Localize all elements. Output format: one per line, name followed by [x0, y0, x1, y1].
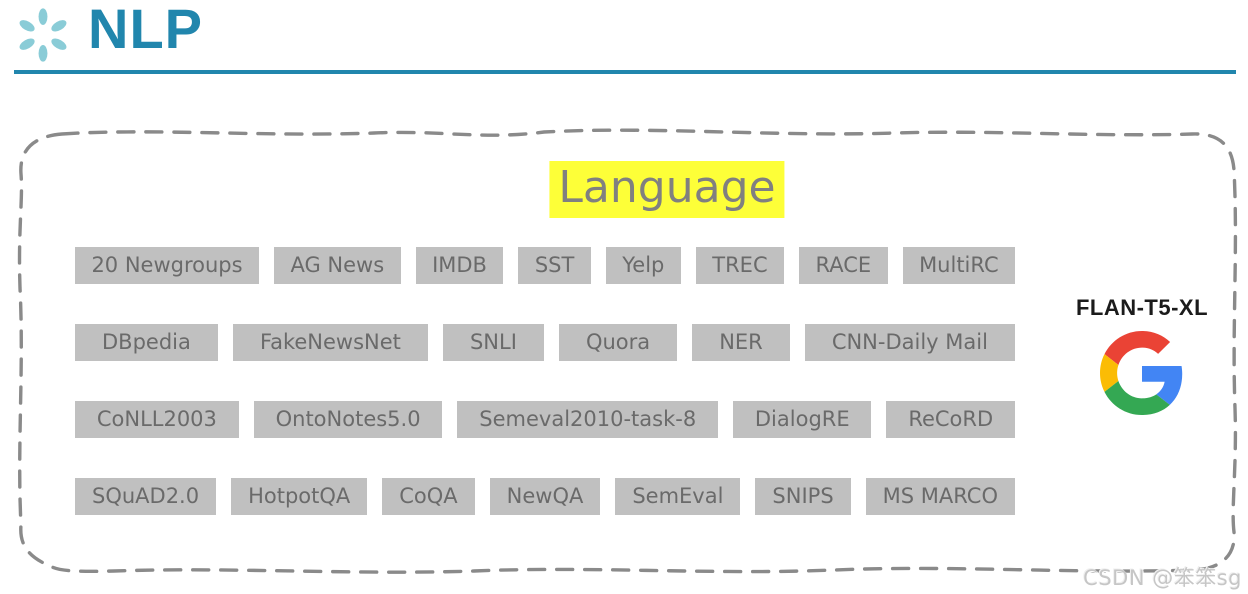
- dataset-tag-row: CoNLL2003 OntoNotes5.0 Semeval2010-task-8 D…: [75, 401, 1016, 438]
- dataset-tag: NewQA: [489, 478, 601, 515]
- panel-title-wrap: Language: [549, 161, 785, 218]
- dataset-tag: RACE: [799, 247, 888, 284]
- dataset-tag: NER: [692, 324, 790, 361]
- dataset-tag: SNLI: [442, 324, 544, 361]
- sparkle-spinner-icon: [19, 8, 67, 62]
- dataset-tag: 20 Newgroups: [75, 247, 260, 284]
- dataset-tag: CoQA: [382, 478, 475, 515]
- panel-title: Language: [549, 161, 785, 218]
- dataset-tag: SNIPS: [755, 478, 851, 515]
- dataset-tag: MS MARCO: [865, 478, 1015, 515]
- dataset-tag: FakeNewsNet: [232, 324, 428, 361]
- dataset-tag: CNN-Daily Mail: [804, 324, 1015, 361]
- dataset-tag: OntoNotes5.0: [253, 401, 443, 438]
- dataset-tag: Semeval2010-task-8: [457, 401, 719, 438]
- dataset-tag-row: 20 Newgroups AG News IMDB SST Yelp TREC RACE Mu…: [75, 247, 1016, 284]
- google-g-logo-icon: [1100, 331, 1183, 415]
- language-panel: Language 20 Newgroups AG News IMDB SST Yelp T…: [14, 128, 1240, 576]
- dataset-tag-row: SQuAD2.0 HotpotQA CoQA NewQA SemEval SNIPS MS …: [75, 478, 1015, 515]
- watermark: CSDN @笨笨sg: [1083, 566, 1242, 590]
- header: NLP: [0, 0, 1248, 70]
- dataset-tag: IMDB: [415, 247, 504, 284]
- hand-drawn-dashed-border: [17, 128, 1238, 574]
- dataset-tag: TREC: [695, 247, 785, 284]
- dataset-tag: DBpedia: [75, 324, 218, 361]
- model-block: FLAN-T5-XL: [1066, 295, 1218, 419]
- dataset-tag: SST: [518, 247, 591, 284]
- dataset-tag: CoNLL2003: [75, 401, 239, 438]
- model-name: FLAN-T5-XL: [1075, 295, 1209, 320]
- page-title: NLP: [88, 0, 203, 60]
- dataset-tag: MultiRC: [902, 247, 1016, 284]
- header-divider: [14, 70, 1236, 74]
- dataset-tag: ReCoRD: [886, 401, 1016, 438]
- dataset-tag: SemEval: [615, 478, 741, 515]
- dataset-tag-row: DBpedia FakeNewsNet SNLI Quora NER CNN-Daily …: [75, 324, 1015, 361]
- dataset-tag: AG News: [274, 247, 401, 284]
- dataset-tag: HotpotQA: [231, 478, 368, 515]
- dataset-tag-grid: 20 Newgroups AG News IMDB SST Yelp TREC RACE Mu…: [75, 247, 1016, 555]
- dataset-tag: SQuAD2.0: [75, 478, 217, 515]
- dataset-tag: DialogRE: [733, 401, 872, 438]
- dataset-tag: Yelp: [605, 247, 681, 284]
- dataset-tag: Quora: [558, 324, 678, 361]
